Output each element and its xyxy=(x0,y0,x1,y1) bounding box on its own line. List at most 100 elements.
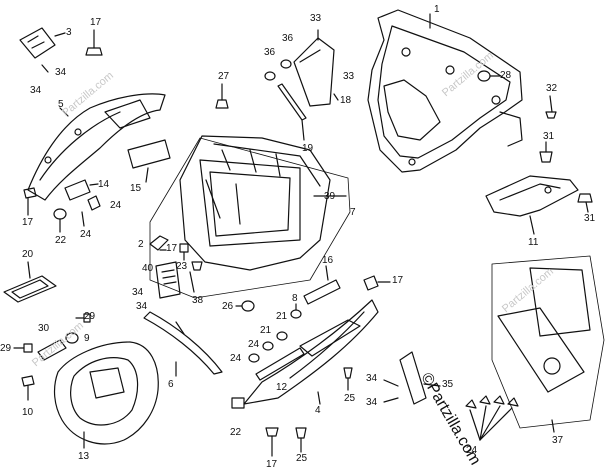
part-11-bracket xyxy=(485,175,579,235)
part-37-cover-group xyxy=(491,255,605,433)
part-17-bolt-bottom xyxy=(265,427,279,457)
callout-9: 9 xyxy=(84,333,90,344)
callout-36b: 36 xyxy=(264,47,276,58)
part-3-bracket xyxy=(19,27,66,59)
part-31-bolt-lower xyxy=(577,193,593,213)
part-24-washer-mid xyxy=(248,353,260,363)
part-26-bushing xyxy=(235,300,255,312)
part-20-pad xyxy=(3,261,57,303)
part-2-clip xyxy=(149,235,169,251)
part-8-rubber xyxy=(290,303,302,319)
callout-13: 13 xyxy=(78,451,90,462)
part-15-reflector xyxy=(127,139,171,183)
callout-22b: 22 xyxy=(230,427,242,438)
leader-34a xyxy=(41,64,49,73)
callout-36: 36 xyxy=(282,33,294,44)
callout-39: 39 xyxy=(324,191,336,202)
part-30-clip xyxy=(37,339,67,361)
part-24-screw-left xyxy=(81,195,101,227)
callout-19: 19 xyxy=(302,143,314,154)
callout-2: 2 xyxy=(138,239,144,250)
callout-34b: 34 xyxy=(30,85,42,96)
callout-34d: 34 xyxy=(136,301,148,312)
part-17-bolt-left xyxy=(23,187,37,216)
callout-34f: 34 xyxy=(366,397,378,408)
callout-7: 7 xyxy=(350,207,356,218)
part-21-collars xyxy=(262,331,288,351)
part-32-bolt xyxy=(545,95,557,119)
part-22-grommet-bottom xyxy=(231,397,245,409)
callout-15: 15 xyxy=(130,183,142,194)
callout-27: 27 xyxy=(218,71,230,82)
part-14-clip xyxy=(64,179,99,201)
leader-38 xyxy=(189,271,195,293)
callout-5: 5 xyxy=(58,99,64,110)
part-5-side-cover xyxy=(27,93,166,201)
callout-17d: 17 xyxy=(392,275,404,286)
callout-17b: 17 xyxy=(22,217,34,228)
callout-10: 10 xyxy=(22,407,34,418)
callout-6: 6 xyxy=(168,379,174,390)
callout-18: 18 xyxy=(340,95,352,106)
part-22-grommet-left xyxy=(53,208,67,233)
part-17-bolt-top xyxy=(85,29,103,56)
callout-33a: 33 xyxy=(310,13,322,24)
part-29-bolts xyxy=(13,313,91,353)
callout-38: 38 xyxy=(192,295,204,306)
callout-30: 30 xyxy=(38,323,50,334)
part-12-strip xyxy=(255,347,305,381)
callout-22a: 22 xyxy=(55,235,67,246)
part-13-undertray xyxy=(53,341,159,449)
callout-34e: 34 xyxy=(366,373,378,384)
callout-21a: 21 xyxy=(276,311,288,322)
callout-12: 12 xyxy=(276,382,288,393)
part-7-storage-box xyxy=(179,135,347,271)
callout-34a: 34 xyxy=(55,67,67,78)
part-17-bolt-mid xyxy=(363,275,391,291)
part-23-screw xyxy=(191,261,203,271)
part-24-screws-right xyxy=(465,395,519,441)
part-35-bracket xyxy=(383,351,441,405)
callout-16: 16 xyxy=(322,255,334,266)
part-27-nut xyxy=(215,83,229,109)
part-17-bolt-box xyxy=(179,243,189,261)
part-10-bolt xyxy=(21,375,35,401)
part-36-washers xyxy=(264,59,292,81)
leader-18 xyxy=(333,93,339,101)
part-4-floor-panel xyxy=(243,299,379,405)
callout-11: 11 xyxy=(528,237,539,248)
part-16-plate xyxy=(303,265,341,305)
callout-35: 35 xyxy=(442,379,454,390)
callout-25b: 25 xyxy=(296,453,308,464)
callout-23: 23 xyxy=(176,261,188,272)
callout-31a: 31 xyxy=(543,131,555,142)
part-28-nut xyxy=(477,70,501,82)
callout-8: 8 xyxy=(292,293,298,304)
part-31-bolt-upper xyxy=(539,141,553,163)
part-40-sticker xyxy=(155,261,181,299)
callout-34c: 34 xyxy=(132,287,144,298)
callout-28: 28 xyxy=(500,70,512,81)
callout-4: 4 xyxy=(315,405,321,416)
callout-25a: 25 xyxy=(344,393,356,404)
callout-31b: 31 xyxy=(584,213,596,224)
callout-21b: 21 xyxy=(260,325,272,336)
callout-24b: 24 xyxy=(80,229,92,240)
part-33-plate xyxy=(293,29,335,107)
part-19-stay xyxy=(277,83,307,141)
callout-17c: 17 xyxy=(166,243,178,254)
callout-24c: 24 xyxy=(248,339,260,350)
callout-17e: 17 xyxy=(266,459,278,470)
callout-24e: 24 xyxy=(466,445,478,456)
callout-24d: 24 xyxy=(230,353,242,364)
part-9-grommet xyxy=(65,332,79,344)
callout-17a: 17 xyxy=(90,17,102,28)
callout-26: 26 xyxy=(222,301,234,312)
callout-1: 1 xyxy=(434,4,440,15)
callout-20: 20 xyxy=(22,249,34,260)
callout-37: 37 xyxy=(552,435,564,446)
group-outline-7 xyxy=(149,137,351,299)
part-6-strip xyxy=(143,311,223,377)
